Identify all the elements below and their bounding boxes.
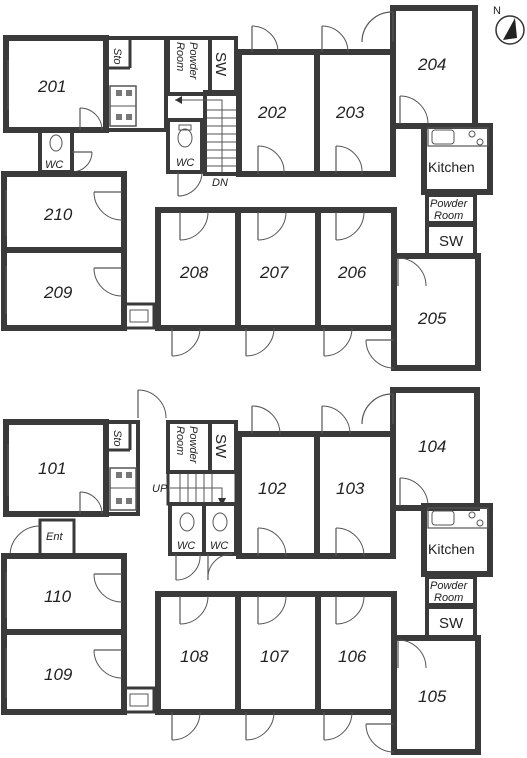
room-208-label: 208: [179, 263, 209, 282]
powder-room-lower-label-2: Room: [174, 426, 186, 455]
room-109-label: 109: [44, 665, 73, 684]
room-105-label: 105: [418, 687, 447, 706]
sw-lower-right-label: SW: [439, 615, 464, 632]
stairs-lower-label: UP: [152, 483, 168, 495]
compass: N: [493, 5, 525, 45]
powder-room-right-label-2: Room: [434, 210, 463, 222]
room-106-label: 106: [338, 647, 367, 666]
kitchen-label: Kitchen: [428, 159, 475, 175]
room-110-label: 110: [44, 587, 72, 606]
room-104-label: 104: [418, 437, 446, 456]
storage-label: Sto: [111, 48, 123, 65]
room-103-label: 103: [336, 479, 365, 498]
wc-label-left: WC: [45, 159, 63, 171]
room-207-label: 207: [259, 263, 289, 282]
entrance-label: Ent: [46, 531, 63, 543]
room-210-label: 210: [43, 205, 73, 224]
wc-lower-label-2: WC: [210, 540, 228, 552]
storage-label-lower: Sto: [111, 430, 123, 447]
stairs: [175, 96, 237, 172]
north-arrow-icon: [503, 18, 517, 40]
stairs-lower: [166, 470, 238, 506]
room-203-label: 203: [335, 103, 365, 122]
room-204-label: 204: [417, 55, 446, 74]
powder-room-lower-right-label: Powder: [430, 580, 469, 592]
room-201-label: 201: [37, 77, 66, 96]
powder-room-lower-right-label-2: Room: [434, 592, 463, 604]
compass-north-label: N: [493, 5, 501, 17]
sw-right-label: SW: [439, 233, 464, 250]
powder-room-label-2: Room: [174, 42, 186, 71]
stairs-label: DN: [212, 177, 228, 189]
room-101-label: 101: [38, 459, 66, 478]
sw-lower-label: SW: [212, 434, 229, 459]
kitchen-lower-label: Kitchen: [428, 541, 475, 557]
room-107-label: 107: [260, 647, 289, 666]
powder-room-label: Powder: [187, 42, 199, 81]
room-202-label: 202: [257, 103, 287, 122]
room-102-label: 102: [258, 479, 287, 498]
room-209-label: 209: [43, 283, 73, 302]
wc-lower-label-1: WC: [177, 540, 195, 552]
wc-label-center: WC: [176, 157, 194, 169]
powder-room-lower-label: Powder: [187, 426, 199, 465]
sw-label: SW: [212, 52, 229, 77]
powder-room-right-label: Powder: [430, 198, 469, 210]
lower-floor: Sto Powder Room SW UP WC WC Ent: [1, 387, 493, 755]
room-108-label: 108: [180, 647, 209, 666]
upper-floor: Sto Powder Room SW DN WC WC: [1, 5, 493, 371]
room-205-label: 205: [417, 309, 447, 328]
room-206-label: 206: [337, 263, 367, 282]
